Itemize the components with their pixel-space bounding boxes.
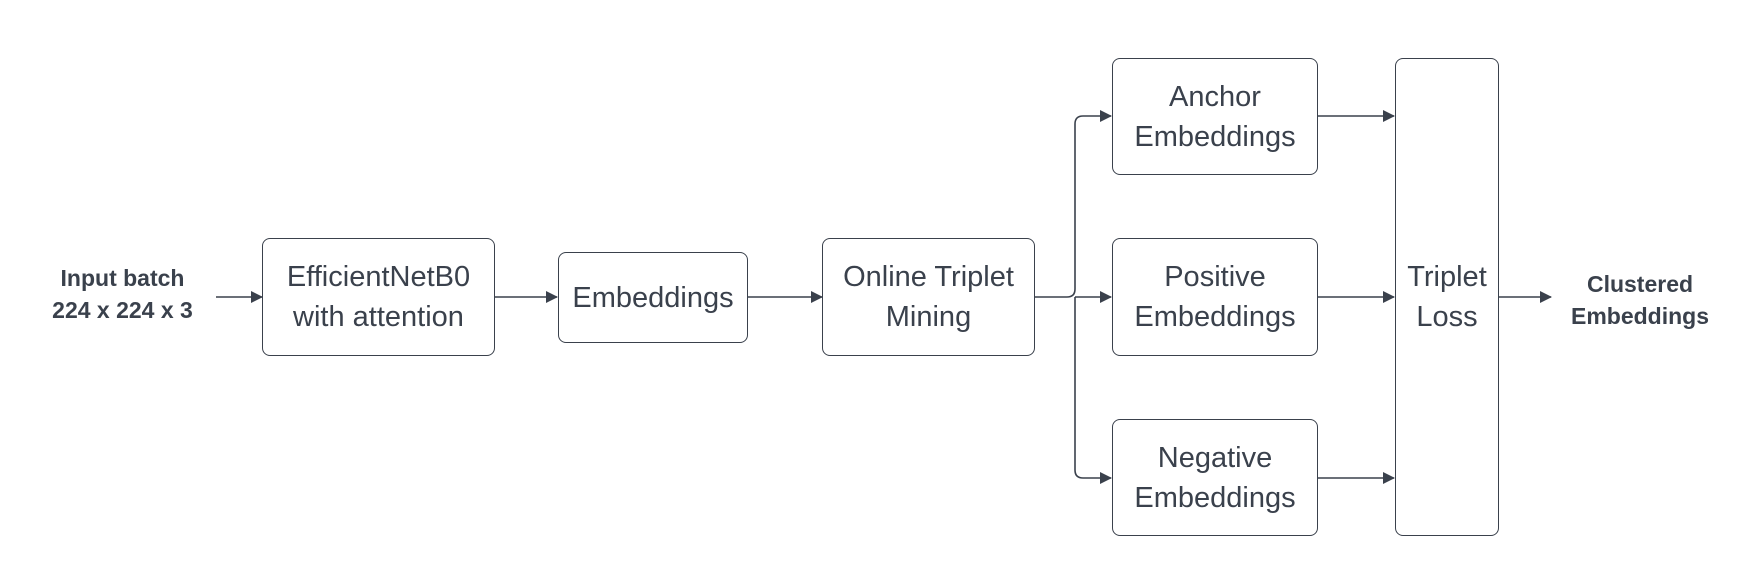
triplet-loss-node-label: Triplet Loss — [1407, 261, 1487, 333]
input-batch-label: Input batch 224 x 224 x 3 — [52, 265, 193, 323]
embeddings-node: Embeddings — [558, 252, 748, 343]
clustered-embeddings-label: Clustered Embeddings — [1570, 271, 1709, 329]
positive-embeddings-node-label: Positive Embeddings — [1134, 261, 1296, 333]
triplet-mining-node: Online Triplet Mining — [822, 238, 1035, 356]
negative-embeddings-node-label: Negative Embeddings — [1134, 441, 1296, 514]
positive-embeddings-node: Positive Embeddings — [1112, 238, 1318, 356]
efficientnet-node-label: EfficientNetB0 with attention — [286, 261, 471, 333]
embeddings-node-label: Embeddings — [572, 281, 734, 314]
triplet-loss-node: Triplet Loss — [1395, 58, 1499, 536]
efficientnet-node: EfficientNetB0 with attention — [262, 238, 495, 356]
arrow-mining-to-anchor — [1035, 110, 1112, 298]
negative-embeddings-node: Negative Embeddings — [1112, 419, 1318, 536]
anchor-embeddings-node: Anchor Embeddings — [1112, 58, 1318, 175]
arrow-mining-to-negative — [1074, 297, 1112, 484]
triplet-mining-node-label: Online Triplet Mining — [843, 261, 1014, 333]
anchor-embeddings-node-label: Anchor Embeddings — [1134, 80, 1296, 153]
